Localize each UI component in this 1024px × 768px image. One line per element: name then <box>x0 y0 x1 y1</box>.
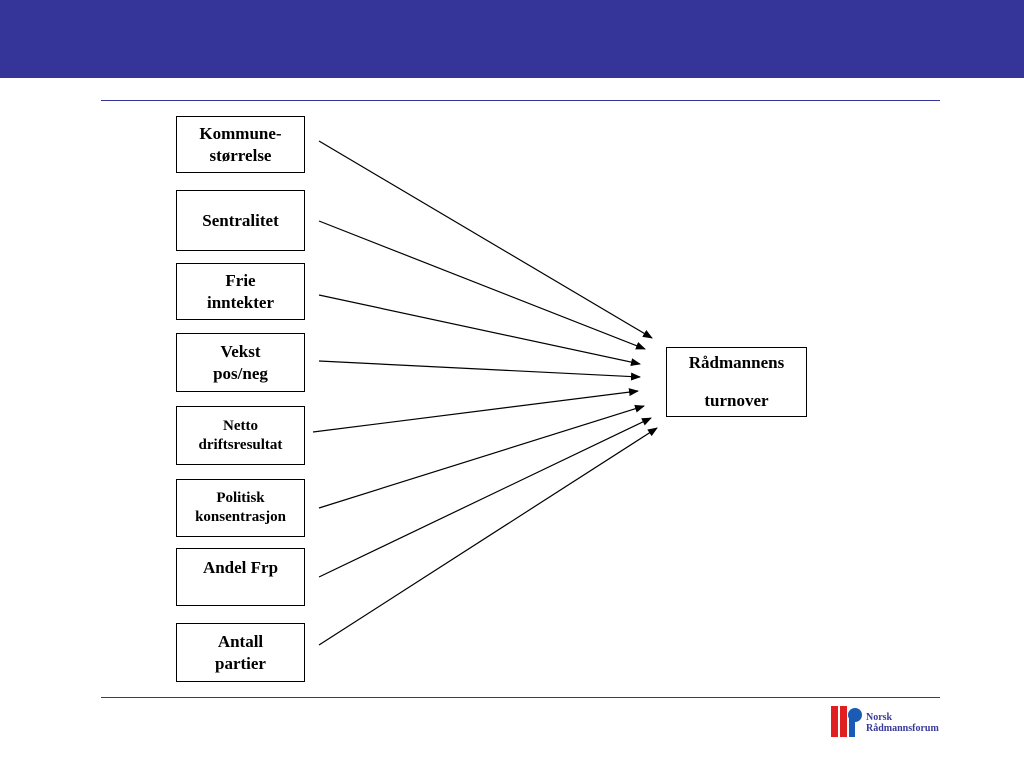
box-radmannens-turnover: Rådmannens turnover <box>666 347 807 417</box>
arrow-vekst <box>318 360 641 381</box>
box-kommunestorrelse: Kommune- størrelse <box>176 116 305 173</box>
top-divider <box>101 100 940 101</box>
arrow-sentralitet <box>318 220 646 350</box>
box-antall-partier: Antall partier <box>176 623 305 682</box>
arrow-kommunestorrelse <box>318 140 653 339</box>
box-netto-driftsresultat: Netto driftsresultat <box>176 406 305 465</box>
logo-text: Norsk Rådmannsforum <box>866 712 939 734</box>
box-andel-frp: Andel Frp <box>176 548 305 606</box>
arrow-andel-frp <box>318 417 652 578</box>
box-politisk-konsentrasjon: Politisk konsentrasjon <box>176 479 305 537</box>
bottom-divider <box>101 697 940 698</box>
logo-mark-icon <box>831 706 862 737</box>
norsk-radmannsforum-logo: Norsk Rådmannsforum <box>830 705 945 741</box>
box-vekst: Vekst pos/neg <box>176 333 305 392</box>
arrow-politisk-konsentrasjon <box>318 404 645 509</box>
box-sentralitet: Sentralitet <box>176 190 305 251</box>
arrow-frie-inntekter <box>318 294 641 367</box>
arrow-netto-driftsresultat <box>312 388 639 433</box>
header-bar <box>0 0 1024 78</box>
box-frie-inntekter: Frie inntekter <box>176 263 305 320</box>
arrow-antall-partier <box>318 427 658 646</box>
